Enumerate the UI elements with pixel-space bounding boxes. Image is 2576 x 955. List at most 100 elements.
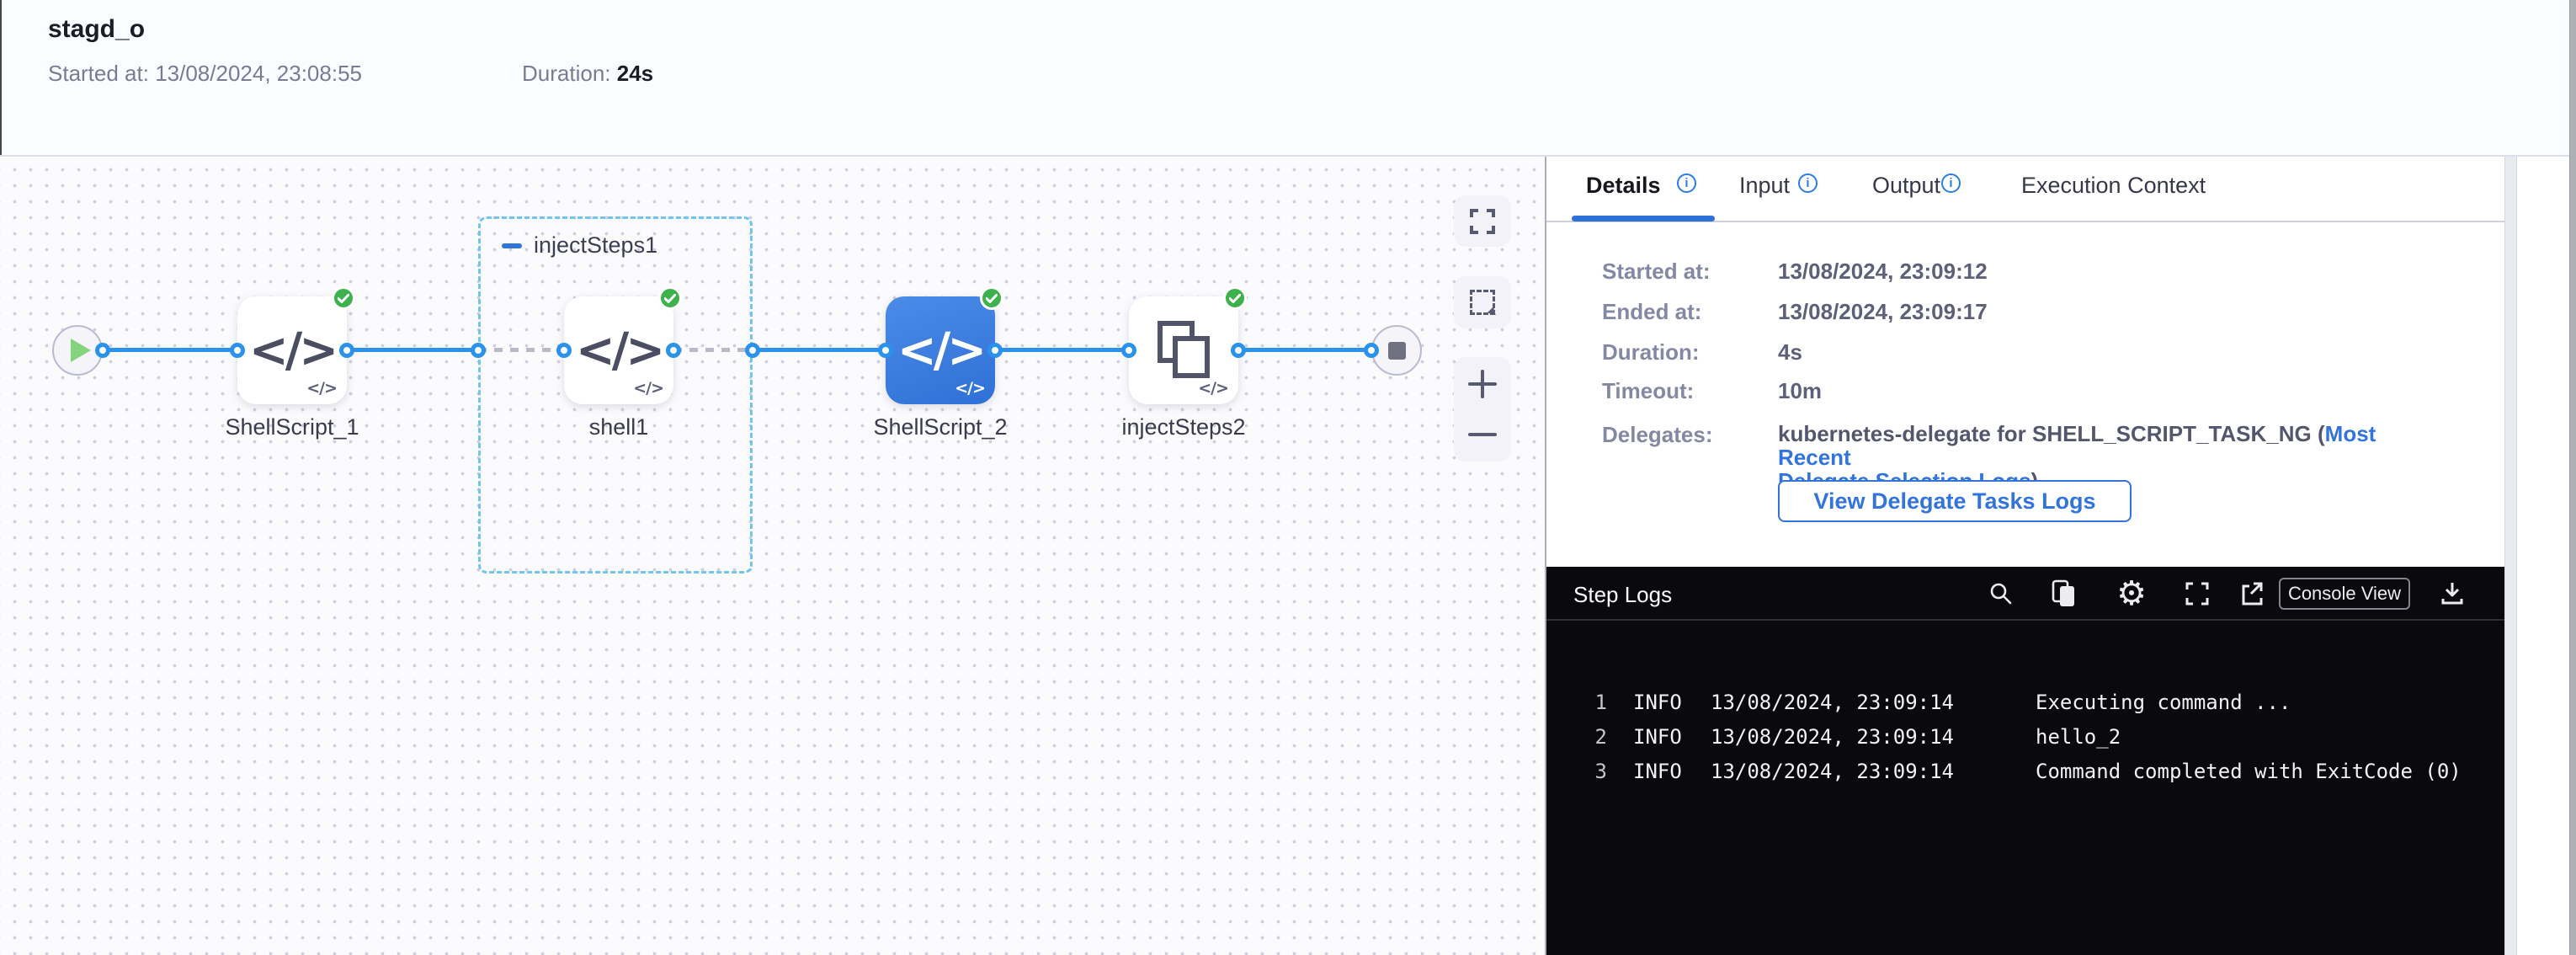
end-node[interactable] bbox=[1371, 325, 1422, 376]
fit-to-screen-button[interactable] bbox=[1454, 195, 1511, 247]
panel-resize-handle[interactable] bbox=[2504, 157, 2517, 955]
tab-execution-context[interactable]: Execution Context bbox=[2021, 173, 2206, 198]
log-level: INFO bbox=[1633, 725, 1682, 749]
log-line-number: 2 bbox=[1594, 725, 1607, 749]
edge-group-to-shellscript2 bbox=[753, 348, 886, 352]
connector-port bbox=[95, 343, 110, 358]
shell-script-icon: </> bbox=[575, 323, 665, 378]
collapse-group-icon[interactable] bbox=[502, 243, 522, 248]
log-level: INFO bbox=[1633, 691, 1682, 714]
tab-input[interactable]: Input bbox=[1739, 173, 1791, 198]
tab-output[interactable]: Output bbox=[1872, 173, 1941, 198]
play-icon bbox=[71, 339, 91, 362]
step-logs-header: Step Logs bbox=[1546, 567, 2504, 621]
detail-row-value: 4s bbox=[1778, 339, 1802, 365]
connector-port bbox=[1121, 343, 1136, 358]
copy-icon bbox=[2052, 579, 2074, 606]
fit-to-screen-icon bbox=[1470, 208, 1495, 234]
step-label: shell1 bbox=[588, 414, 649, 440]
success-check-icon bbox=[658, 286, 682, 310]
start-node[interactable] bbox=[52, 325, 103, 376]
external-link-icon bbox=[2242, 582, 2263, 606]
active-tab-underline bbox=[1572, 216, 1715, 221]
detail-row-value: 10m bbox=[1778, 378, 1823, 403]
tabs-bottom-border bbox=[1546, 221, 2504, 222]
edge-start-to-shellscript1 bbox=[103, 348, 237, 352]
step-node-shellscript1[interactable]: </> </> bbox=[237, 296, 347, 404]
log-message: Command completed with ExitCode (0) bbox=[2036, 760, 2462, 783]
success-check-icon bbox=[332, 286, 355, 310]
step-type-code-icon: </> bbox=[306, 379, 338, 397]
duration-value: 24s bbox=[616, 61, 654, 86]
log-line-number: 1 bbox=[1594, 691, 1607, 714]
expand-logs-button[interactable] bbox=[2182, 579, 2212, 609]
fullscreen-icon bbox=[2185, 582, 2209, 606]
stop-icon bbox=[1387, 341, 1406, 360]
edge-injectsteps2-to-end bbox=[1238, 348, 1371, 352]
step-group-header: injectSteps1 bbox=[502, 232, 657, 259]
edge-shellscript2-to-injectsteps2 bbox=[995, 348, 1129, 352]
shell-script-icon: </> bbox=[897, 323, 987, 378]
stage-started-at: Started at: 13/08/2024, 23:08:55 bbox=[48, 61, 362, 87]
log-line-number: 3 bbox=[1594, 760, 1607, 783]
delegates-text: kubernetes-delegate for SHELL_SCRIPT_TAS… bbox=[1778, 421, 2325, 446]
tab-details[interactable]: Details bbox=[1586, 173, 1661, 198]
search-logs-button[interactable] bbox=[1986, 579, 2016, 609]
connector-port bbox=[745, 343, 760, 358]
group-label: injectSteps1 bbox=[534, 232, 658, 258]
shell-script-icon: </> bbox=[248, 323, 338, 378]
step-type-code-icon: </> bbox=[955, 379, 986, 397]
log-message: Executing command ... bbox=[2036, 691, 2291, 714]
log-settings-button[interactable] bbox=[2116, 579, 2147, 609]
step-label: ShellScript_2 bbox=[873, 414, 1008, 440]
search-icon bbox=[1990, 583, 2012, 605]
connector-port bbox=[339, 343, 354, 358]
log-message: hello_2 bbox=[2036, 725, 2121, 749]
canvas-panel-divider bbox=[1545, 157, 1546, 955]
step-logs-title: Step Logs bbox=[1573, 582, 1673, 607]
connector-port bbox=[230, 343, 245, 358]
started-value: 13/08/2024, 23:08:55 bbox=[155, 61, 362, 86]
details-info-icon[interactable] bbox=[1677, 173, 1696, 193]
step-type-code-icon: </> bbox=[633, 379, 664, 397]
log-timestamp: 13/08/2024, 23:09:14 bbox=[1711, 725, 1954, 749]
output-info-icon[interactable] bbox=[1941, 173, 1961, 193]
log-timestamp: 13/08/2024, 23:09:14 bbox=[1711, 760, 1954, 783]
download-logs-button[interactable] bbox=[2437, 579, 2467, 609]
input-info-icon[interactable] bbox=[1798, 173, 1818, 193]
connector-port bbox=[666, 343, 681, 358]
connector-port bbox=[471, 343, 486, 358]
marquee-select-button[interactable] bbox=[1454, 276, 1511, 328]
success-check-icon bbox=[1223, 286, 1247, 310]
detail-row-value: 13/08/2024, 23:09:17 bbox=[1778, 299, 1988, 324]
detail-row-label: Ended at: bbox=[1602, 299, 1702, 324]
connector-port bbox=[1231, 343, 1246, 358]
step-group-injectsteps1[interactable] bbox=[478, 216, 753, 574]
log-line: 1 INFO 13/08/2024, 23:09:14 Executing co… bbox=[1546, 691, 2504, 716]
detail-row-label: Duration: bbox=[1602, 339, 1700, 365]
zoom-controls bbox=[1454, 357, 1511, 461]
console-view-button[interactable]: Console View bbox=[2279, 578, 2410, 610]
step-node-shell1[interactable]: </> </> bbox=[564, 296, 673, 404]
delegates-label: Delegates: bbox=[1602, 422, 1713, 447]
step-node-shellscript2[interactable]: </> </> bbox=[886, 296, 995, 404]
step-type-code-icon: </> bbox=[1198, 379, 1229, 397]
copy-steps-icon bbox=[1158, 321, 1210, 378]
log-line: 3 INFO 13/08/2024, 23:09:14 Command comp… bbox=[1546, 760, 2504, 785]
started-label: Started at: bbox=[48, 61, 149, 86]
marquee-select-icon bbox=[1470, 290, 1495, 315]
step-logs-panel: Step Logs bbox=[1546, 567, 2504, 955]
step-node-injectsteps2[interactable]: </> bbox=[1129, 296, 1238, 404]
page-scrollbar[interactable] bbox=[2569, 0, 2576, 955]
duration-label: Duration: bbox=[522, 61, 611, 86]
open-logs-new-tab-button[interactable] bbox=[2236, 579, 2266, 609]
copy-logs-button[interactable] bbox=[2049, 579, 2079, 609]
log-timestamp: 13/08/2024, 23:09:14 bbox=[1711, 691, 1954, 714]
edge-group-to-shell1 bbox=[478, 348, 564, 352]
stage-duration: Duration: 24s bbox=[522, 61, 653, 87]
detail-row-label: Timeout: bbox=[1602, 378, 1695, 403]
log-level: INFO bbox=[1633, 760, 1682, 783]
view-delegate-tasks-logs-button[interactable]: View Delegate Tasks Logs bbox=[1778, 480, 2132, 522]
pipeline-canvas[interactable] bbox=[0, 157, 1545, 955]
delegate-selection-logs-link[interactable]: Most Recent bbox=[1778, 421, 2376, 470]
